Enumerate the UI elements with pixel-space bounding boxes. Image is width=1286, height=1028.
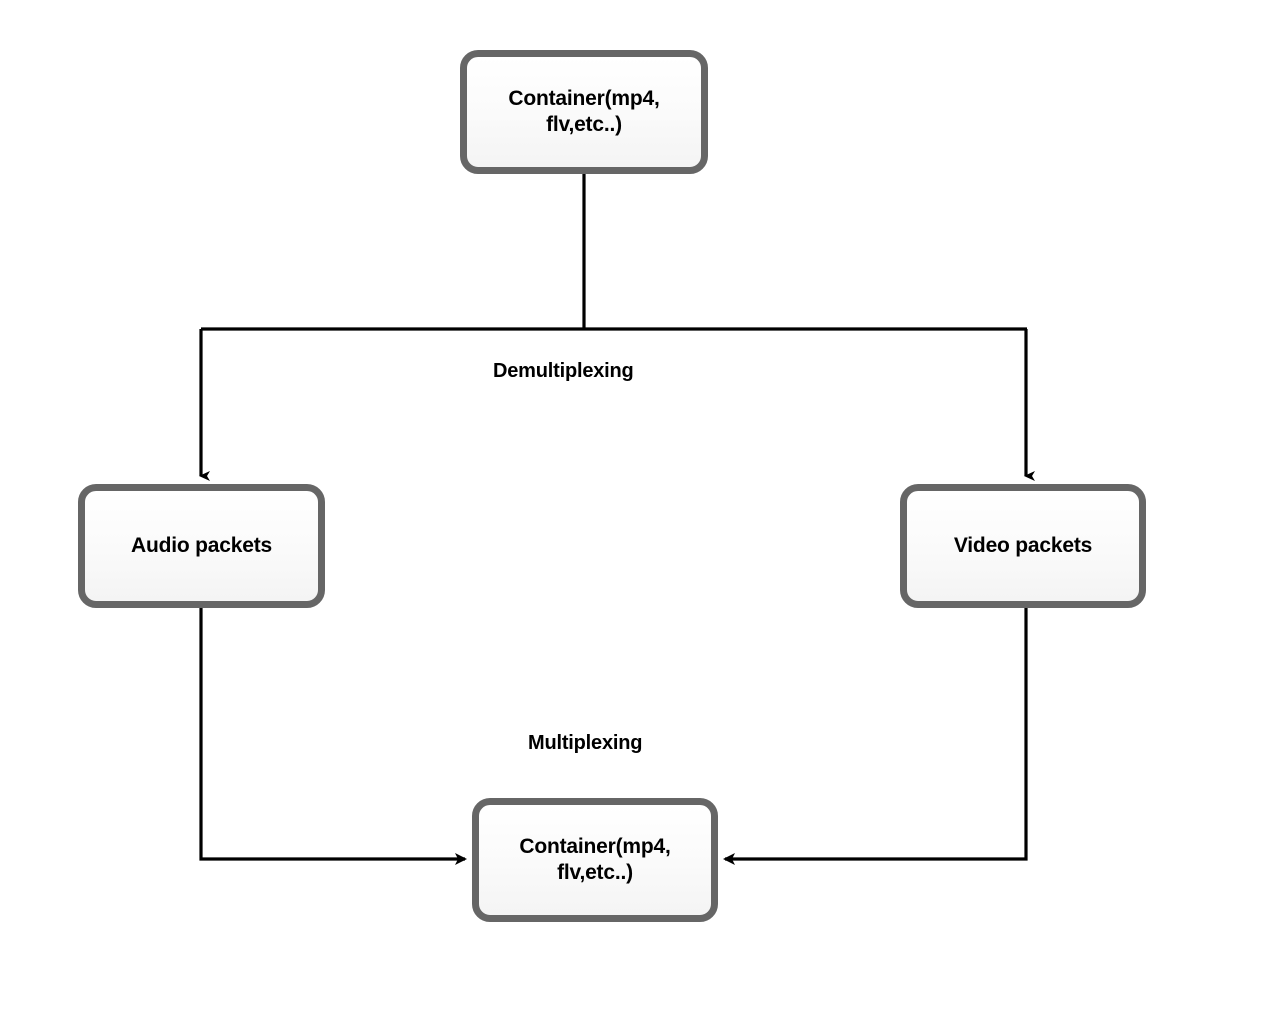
node-container-bottom[interactable]: Container(mp4, flv,etc..) bbox=[472, 798, 718, 922]
edge-label-demultiplexing: Demultiplexing bbox=[489, 360, 638, 383]
edge-audio-to-container-bottom bbox=[199, 608, 467, 865]
edge-video-to-container-bottom bbox=[723, 608, 1028, 865]
node-audio-packets-label: Audio packets bbox=[131, 533, 272, 557]
node-container-top-label: Container(mp4, flv,etc..) bbox=[508, 86, 660, 136]
node-video-packets[interactable]: Video packets bbox=[900, 484, 1146, 608]
node-container-top[interactable]: Container(mp4, flv,etc..) bbox=[460, 50, 708, 174]
edge-label-multiplexing: Multiplexing bbox=[524, 732, 647, 755]
node-video-packets-label: Video packets bbox=[953, 533, 1093, 557]
node-audio-packets[interactable]: Audio packets bbox=[78, 484, 325, 608]
node-container-bottom-label: Container(mp4, flv,etc..) bbox=[519, 834, 671, 884]
